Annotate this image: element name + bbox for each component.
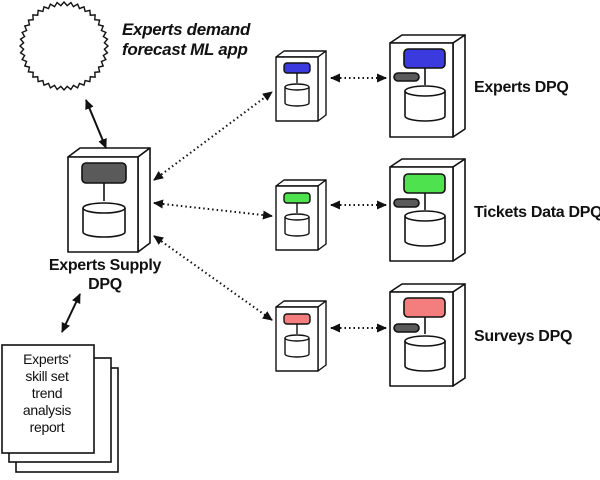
connectors [61,73,387,333]
small-container-3 [275,300,327,372]
report-line-1: Experts' [23,351,71,367]
supply-link-1 [153,91,273,181]
supply-label-line1: Experts Supply [48,257,162,274]
supply-link-3 [153,235,273,321]
report-line-3: trend [31,385,63,401]
experts-supply-container [67,147,151,253]
small-container-1 [275,50,327,122]
supply-node-box [81,162,127,184]
ml-app-label-line1: Experts demand [122,20,251,39]
surveys-dpq-label: Surveys DPQ [474,328,573,345]
starburst-icon [18,0,110,92]
tickets-dpq-container [389,158,466,262]
experts-dpq-label: Experts DPQ [474,79,569,96]
report-link [61,293,81,333]
report-label: Experts' skill set trend analysis report [3,351,91,436]
experts-supply-label: Experts Supply DPQ [30,256,180,294]
report-line-4: analysis [22,402,72,418]
ml-app-link [85,99,107,149]
document-stack-icon [1,344,119,473]
ml-app-label-line2: forecast ML app [122,40,248,59]
tickets-dpq-label: Tickets Data DPQ [474,204,600,221]
report-line-5: report [29,419,65,435]
experts-dpq-container [389,34,466,138]
surveys-dpq-container [389,283,466,387]
database-icon [82,202,126,238]
supply-link-2 [153,199,273,220]
small-container-2 [275,179,327,251]
ml-app-label: Experts demand forecast ML app [122,20,250,60]
report-line-2: skill set [25,368,69,384]
supply-label-line2: DPQ [88,276,122,293]
